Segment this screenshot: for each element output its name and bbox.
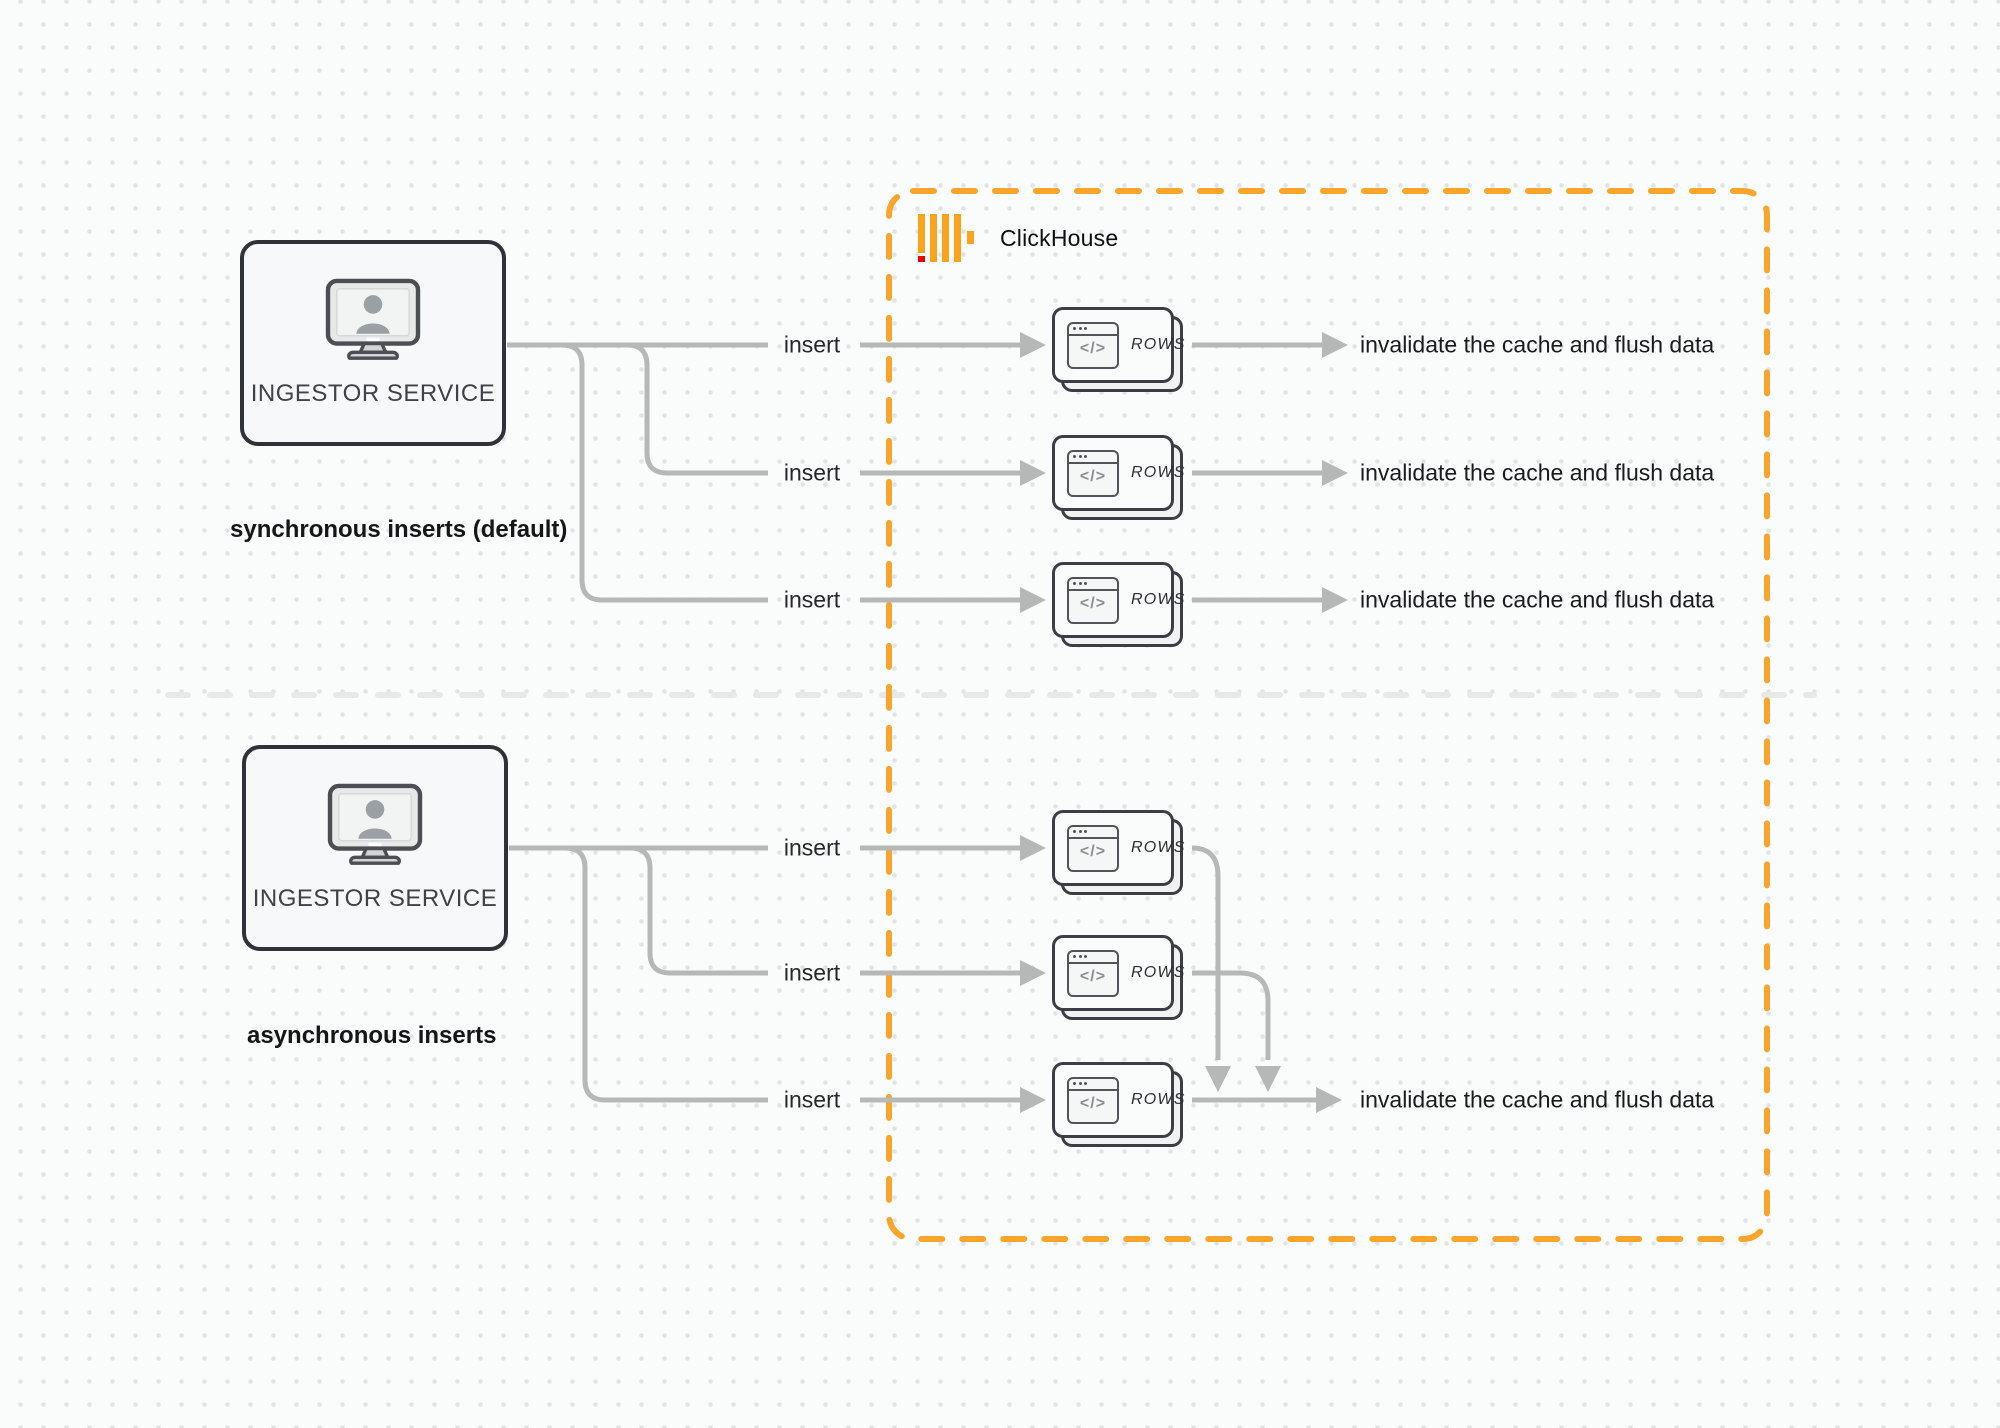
clickhouse-logo-text: ClickHouse [1000, 224, 1119, 251]
async-connectors [509, 845, 1316, 1103]
rows-card: </> ROWS [1052, 562, 1184, 647]
arrowhead-icon [1020, 587, 1046, 613]
code-glyph: </> [1079, 842, 1107, 860]
clickhouse-logo-icon [918, 214, 974, 262]
rows-card-label: ROWS [1131, 336, 1186, 353]
arrowhead-icon [1020, 1087, 1046, 1113]
async-branch-row2 [629, 845, 768, 976]
code-window-icon: </> [1067, 449, 1119, 497]
ingestor-service-label: INGESTOR SERVICE [252, 885, 498, 912]
insert-label: insert [783, 586, 841, 613]
async-merge-row1 [1191, 845, 1221, 1060]
insert-label: insert [783, 834, 841, 861]
sync-branch-row3 [561, 342, 768, 603]
rows-card-label: ROWS [1131, 464, 1186, 481]
async-merge-row2 [1192, 970, 1271, 1060]
result-label: invalidate the cache and flush data [1360, 331, 1715, 358]
sync-connectors [507, 342, 1322, 603]
arrowhead-icon [1020, 960, 1046, 986]
arrowhead-icon [1020, 332, 1046, 358]
sync-branch-row2 [626, 342, 768, 476]
clickhouse-logo: ClickHouse [918, 214, 1118, 262]
rows-card: </> ROWS [1052, 810, 1184, 895]
clickhouse-cluster-boundary [886, 188, 1770, 1242]
result-label: invalidate the cache and flush data [1360, 459, 1715, 486]
code-window-icon: </> [1067, 321, 1119, 369]
rows-card-label: ROWS [1131, 1091, 1186, 1108]
monitor-user-icon [325, 278, 421, 360]
sync-caption: synchronous inserts (default) [230, 516, 568, 543]
arrowhead-icon [1020, 460, 1046, 486]
result-label: invalidate the cache and flush data [1360, 586, 1715, 613]
arrowhead-down-icon [1255, 1066, 1281, 1092]
arrowhead-icon [1322, 587, 1348, 613]
async-branch-row3 [564, 845, 768, 1103]
insert-label: insert [783, 459, 841, 486]
code-glyph: </> [1079, 339, 1107, 357]
insert-label: insert [783, 1086, 841, 1113]
rows-card-label: ROWS [1131, 591, 1186, 608]
ingestor-service-label: INGESTOR SERVICE [250, 380, 496, 407]
insert-label: insert [783, 959, 841, 986]
arrowhead-icon [1316, 1087, 1342, 1113]
code-window-icon: </> [1067, 576, 1119, 624]
rows-card-label: ROWS [1131, 964, 1186, 981]
arrowhead-icon [1322, 460, 1348, 486]
rows-card: </> ROWS [1052, 935, 1184, 1020]
rows-card: </> ROWS [1052, 307, 1184, 392]
ingestor-service-box-async: INGESTOR SERVICE [242, 745, 508, 951]
arrowhead-down-icon [1205, 1066, 1231, 1092]
code-glyph: </> [1079, 467, 1107, 485]
code-window-icon: </> [1067, 1076, 1119, 1124]
async-caption: asynchronous inserts [247, 1022, 497, 1049]
code-glyph: </> [1079, 1094, 1107, 1112]
arrowhead-icon [1020, 835, 1046, 861]
monitor-user-icon [327, 783, 423, 865]
rows-card: </> ROWS [1052, 435, 1184, 520]
rows-card-label: ROWS [1131, 839, 1186, 856]
code-glyph: </> [1079, 967, 1107, 985]
code-window-icon: </> [1067, 824, 1119, 872]
rows-card: </> ROWS [1052, 1062, 1184, 1147]
ingestor-service-box-sync: INGESTOR SERVICE [240, 240, 506, 446]
arrowhead-icon [1322, 332, 1348, 358]
code-window-icon: </> [1067, 949, 1119, 997]
insert-label: insert [783, 331, 841, 358]
result-label: invalidate the cache and flush data [1360, 1086, 1715, 1113]
code-glyph: </> [1079, 594, 1107, 612]
async-arrowheads [1020, 835, 1342, 1113]
sync-arrowheads [1020, 332, 1348, 613]
